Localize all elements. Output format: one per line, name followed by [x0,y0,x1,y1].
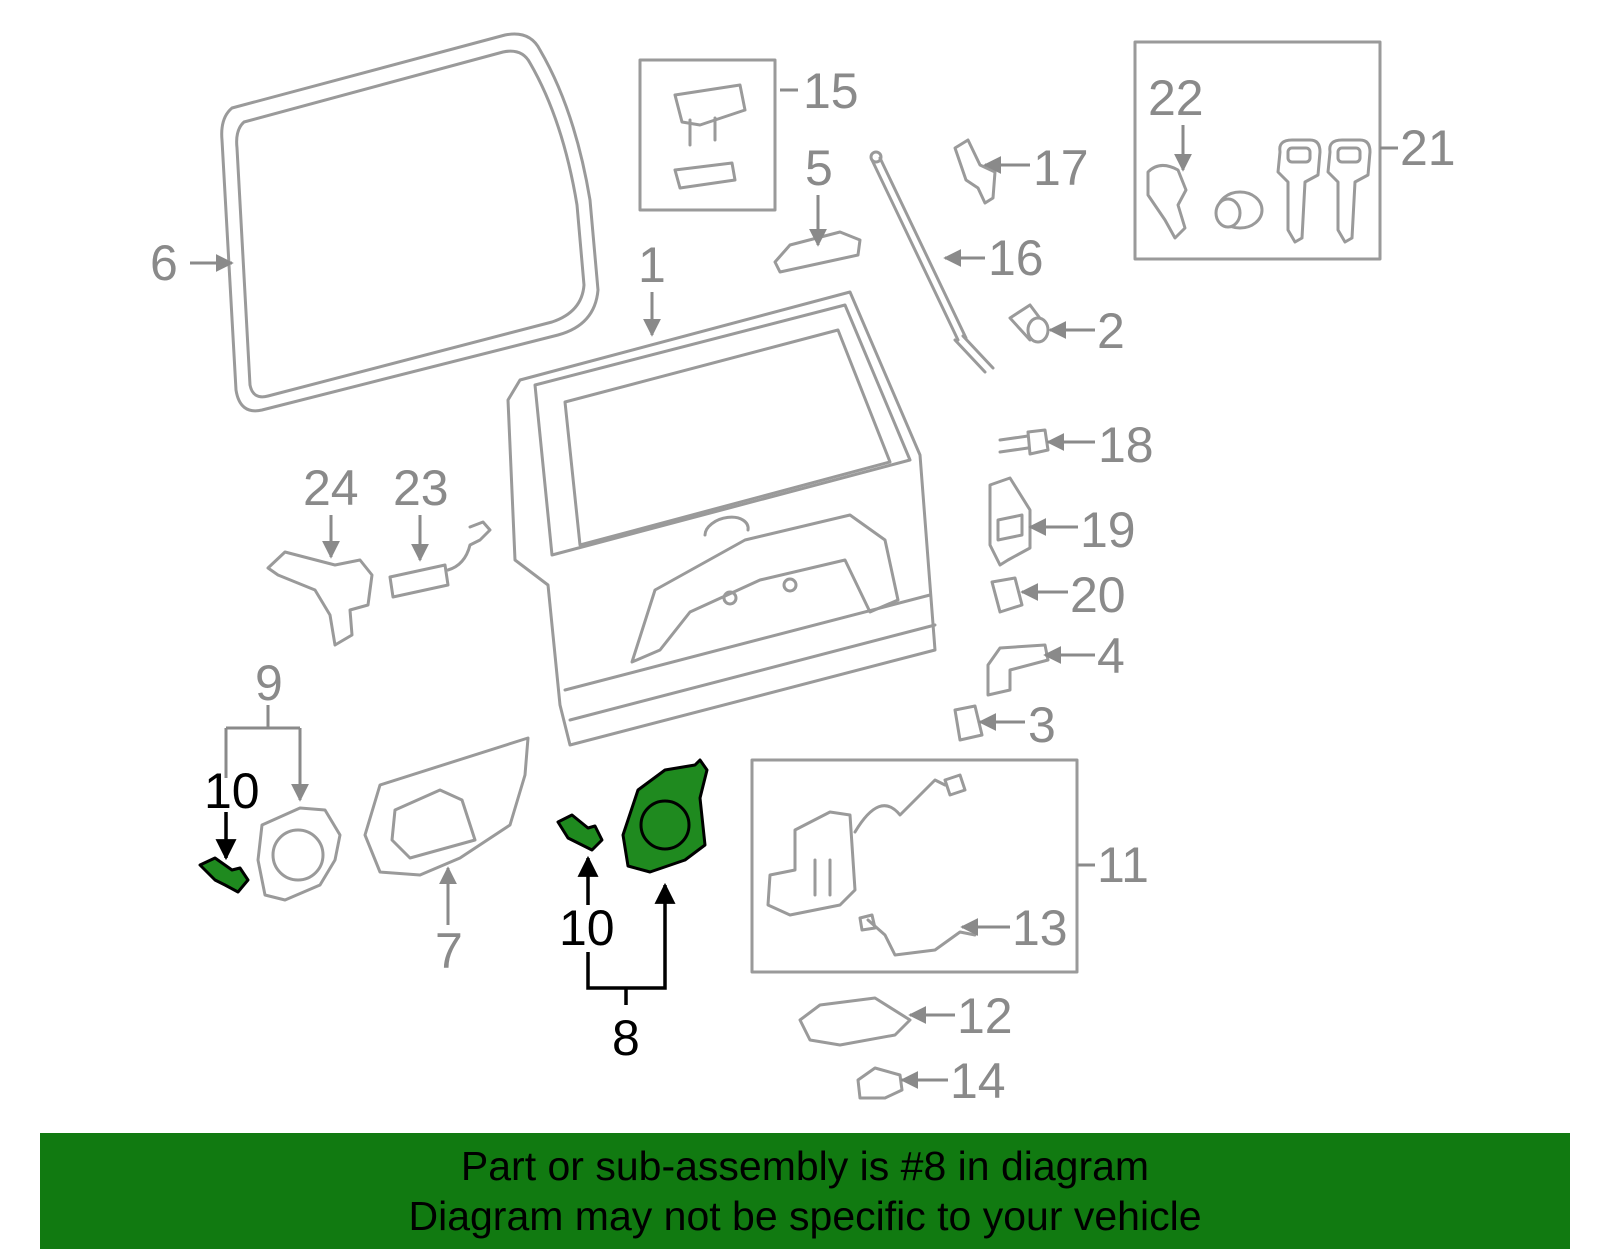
part-5-bracket [773,230,862,274]
banner-line-1: Part or sub-assembly is #8 in diagram [460,1143,1150,1189]
label-10-left: 10 [204,763,260,819]
part-18-bolt [998,428,1050,456]
label-1: 1 [638,237,666,293]
label-10-right: 10 [559,900,615,956]
banner-line-2: Diagram may not be specific to your vehi… [408,1193,1202,1239]
part-14-cover [856,1066,904,1100]
part-15-hinge [638,58,777,212]
label-2: 2 [1097,303,1125,359]
part-23-switch [388,520,492,599]
label-8: 8 [612,1010,640,1066]
part-16-strut [869,150,995,374]
part-9-plate [256,806,342,902]
label-18: 18 [1098,417,1154,473]
label-16: 16 [988,230,1044,286]
part-24-bracket [266,550,374,647]
label-6: 6 [150,235,178,291]
part-21-lock-set [1133,40,1382,261]
label-23: 23 [393,460,449,516]
label-5: 5 [805,140,833,196]
label-15: 15 [803,63,859,119]
label-20: 20 [1070,567,1126,623]
part-10-clip-left [198,856,250,894]
part-20-cushion [990,576,1024,614]
label-7: 7 [435,923,463,979]
part-12-gasket [798,996,912,1047]
part-3-cushion [953,704,984,742]
label-9: 9 [255,655,283,711]
label-19: 19 [1080,502,1136,558]
label-13: 13 [1012,900,1068,956]
label-12: 12 [957,988,1013,1044]
part-19-striker [988,476,1032,567]
label-24: 24 [303,460,359,516]
label-4: 4 [1097,628,1125,684]
label-11: 11 [1097,837,1149,893]
part-4-plate [986,643,1050,697]
info-banner: Part or sub-assembly is #8 in diagram Di… [40,1133,1570,1249]
label-21: 21 [1400,120,1456,176]
label-3: 3 [1028,697,1056,753]
leader-lines [190,88,1398,1089]
part-6-weatherstrip [220,32,600,413]
label-17: 17 [1033,140,1089,196]
label-14: 14 [950,1053,1006,1109]
label-22: 22 [1148,70,1204,126]
part-1-back-door [506,290,937,747]
part-9-plate-hole [271,828,325,882]
part-labels: 6 1 15 5 17 16 2 22 21 18 19 20 4 3 11 1… [150,63,1456,1109]
part-8-highlighted [621,758,709,874]
part-17-bracket [953,138,997,205]
part-7-trim-cover [363,736,530,877]
part-10-clip-right [556,813,604,852]
part-2-stopper [1008,303,1050,344]
